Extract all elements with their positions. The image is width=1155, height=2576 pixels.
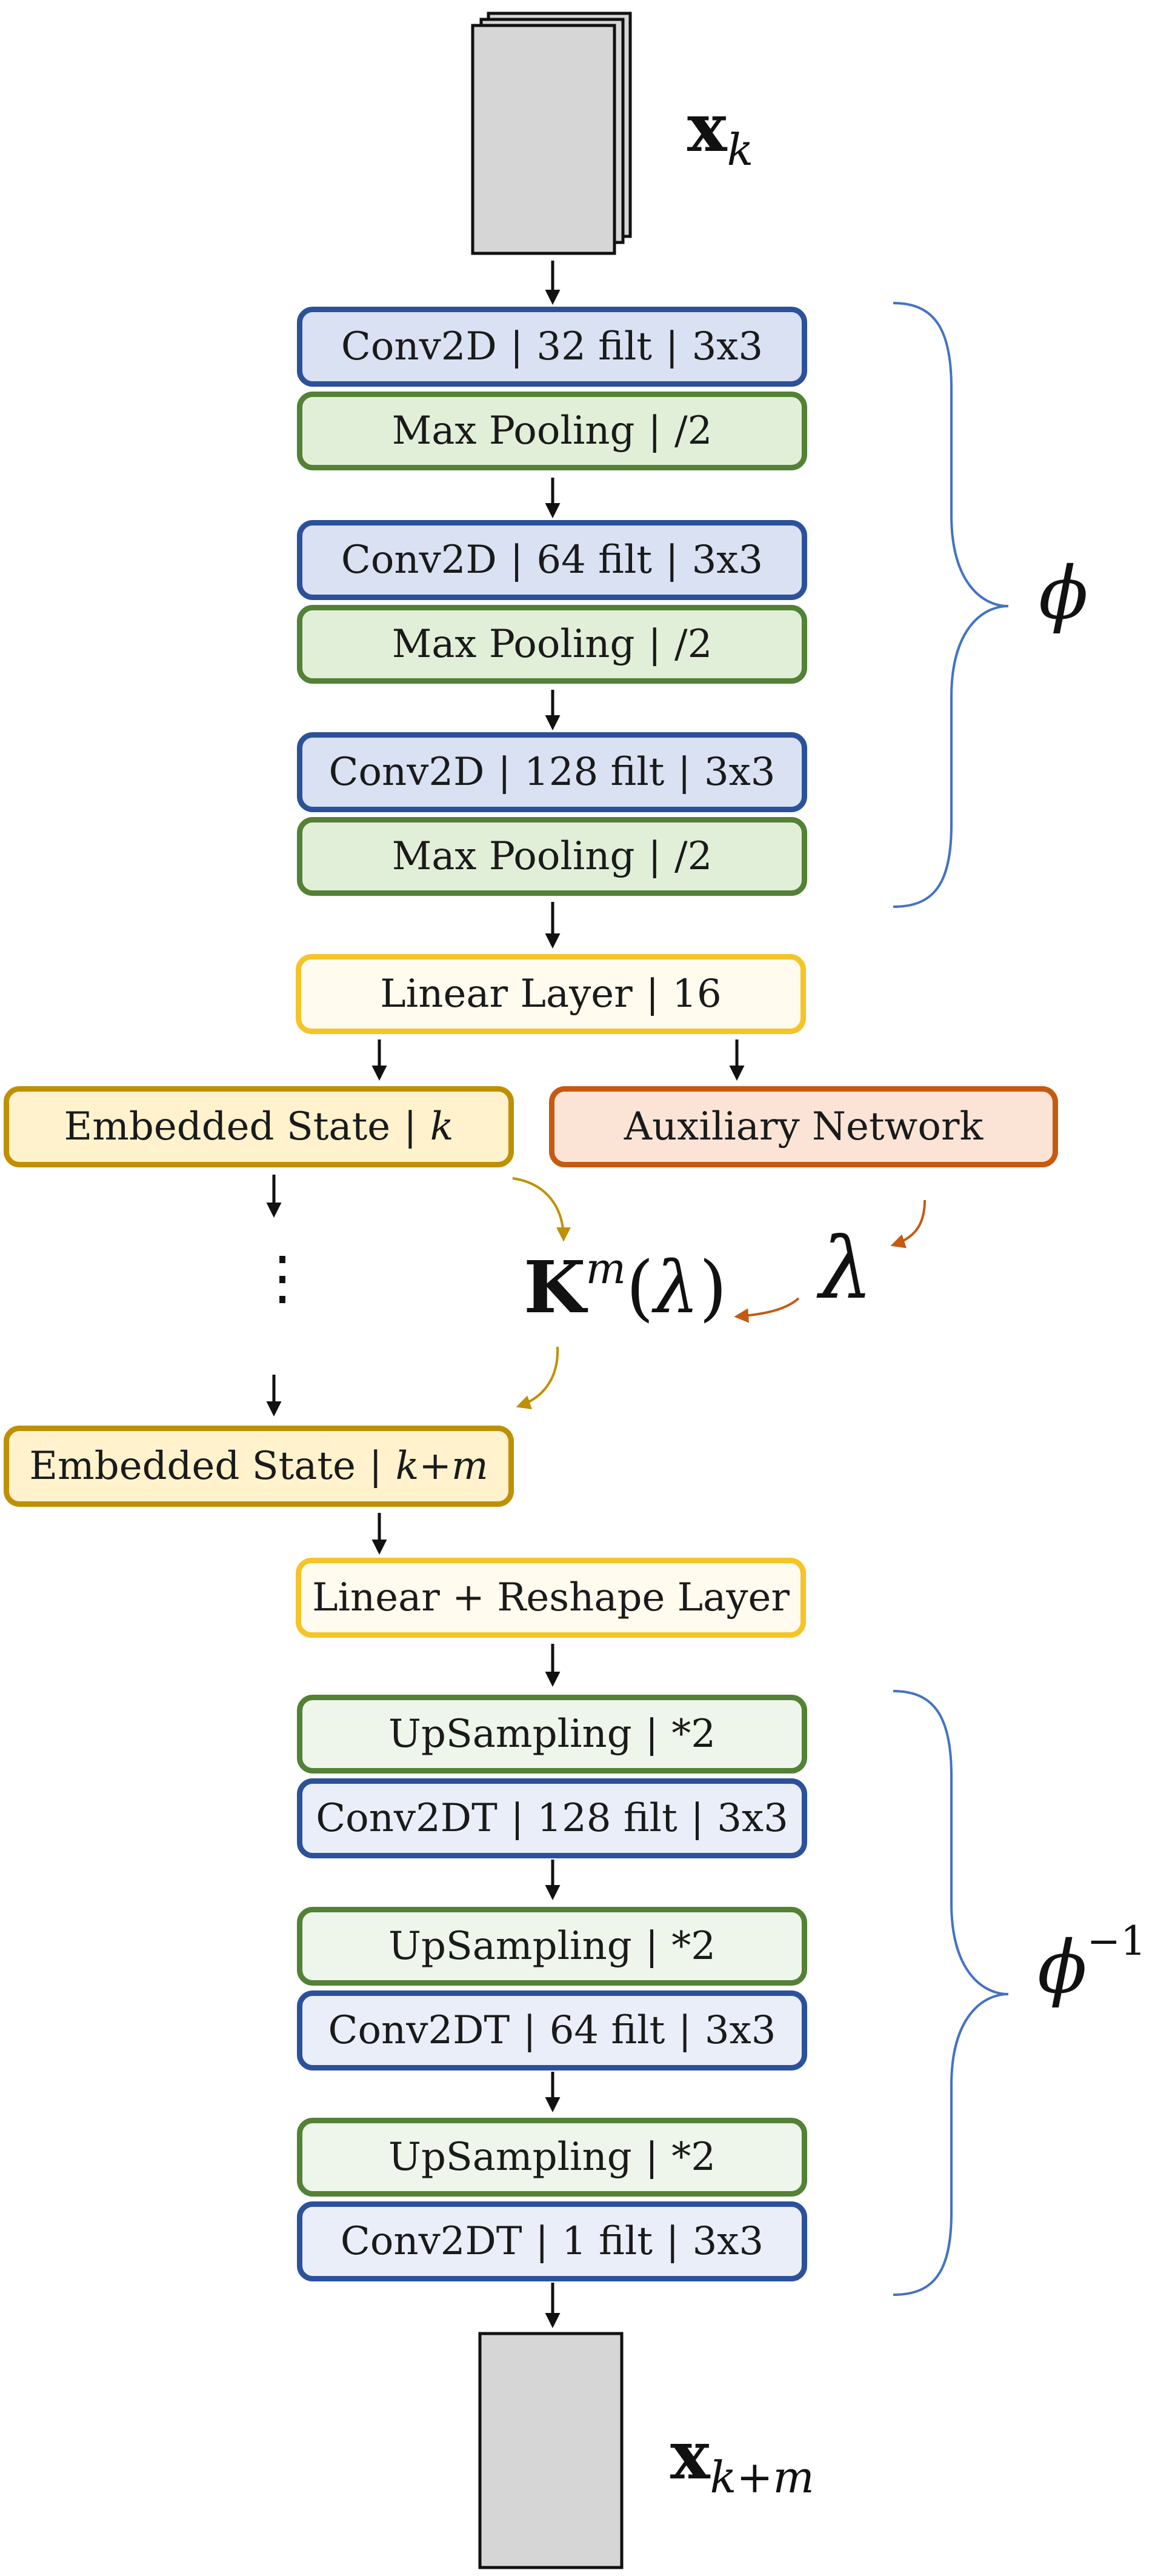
output-subscript: k+m: [710, 2452, 814, 2503]
decoder-phi-inverse-label: ϕ−1: [1037, 1921, 1146, 2004]
filter-count: 64 filt: [536, 538, 653, 582]
decoder-upsample-1: UpSampling *2: [297, 1695, 807, 1774]
kernel-size: 3x3: [717, 1796, 788, 1841]
arrow-koopman-to-embedded-km: [516, 1346, 559, 1410]
kernel-size: 3x3: [704, 750, 776, 795]
latent-size: 16: [672, 972, 722, 1016]
linear-layer: Linear Layer 16: [296, 954, 806, 1034]
encoder-conv-3: Conv2D 128 filt 3x3: [297, 732, 807, 812]
kernel-size: 3x3: [691, 324, 764, 369]
filter-count: 128 filt: [524, 750, 665, 795]
layer-name: Conv2DT: [340, 2219, 522, 2264]
vertical-ellipsis: ⋮: [253, 1244, 311, 1312]
decoder-upsample-3: UpSampling *2: [297, 2118, 807, 2197]
phi-inverse-power: −1: [1087, 1918, 1147, 1964]
lambda-symbol: λ: [819, 1220, 873, 1318]
decoder-upsample-2: UpSampling *2: [297, 1907, 807, 1986]
layer-name: Conv2D: [341, 538, 497, 582]
encoder-conv-1: Conv2D 32 filt 3x3: [297, 307, 807, 387]
pool-factor: /2: [674, 409, 713, 453]
pool-factor: /2: [674, 622, 713, 667]
arrow-auxiliary-to-lambda: [890, 1200, 926, 1249]
state-index: k: [430, 1104, 454, 1149]
output-image: [478, 2332, 624, 2569]
state-label: Embedded State: [64, 1104, 391, 1149]
filter-count: 32 filt: [536, 324, 653, 369]
phi-inverse-symbol: ϕ: [1037, 1926, 1087, 2010]
flow-arrows: [266, 261, 745, 2328]
encoder-phi-label: ϕ: [1039, 552, 1088, 636]
input-subscript: k: [727, 124, 754, 175]
kernel-size: 3x3: [692, 2219, 764, 2264]
koopman-argument: λ: [654, 1246, 699, 1329]
input-symbol: x: [687, 88, 727, 167]
decoder-deconv-1: Conv2DT 128 filt 3x3: [297, 1778, 807, 1858]
filter-count: 1 filt: [562, 2219, 653, 2264]
layer-name: Linear Layer: [380, 972, 633, 1016]
encoder-pool-1: Max Pooling/2: [297, 392, 807, 470]
pool-factor: /2: [674, 834, 713, 879]
layer-name: Conv2D: [341, 324, 497, 369]
layer-name: UpSampling: [388, 1712, 632, 1757]
filter-count: 64 filt: [549, 2008, 665, 2053]
layer-name: Conv2D: [328, 750, 485, 795]
layer-name: Max Pooling: [391, 622, 635, 667]
layer-name: Conv2DT: [316, 1796, 498, 1841]
koopman-operator: Km(λ): [524, 1244, 727, 1329]
koopman-symbol: K: [524, 1245, 586, 1329]
upsample-factor: *2: [671, 1712, 716, 1757]
decoder-deconv-2: Conv2DT 64 filt 3x3: [297, 1990, 807, 2070]
embedded-state-k: Embedded State k: [4, 1086, 514, 1167]
encoder-conv-2: Conv2D 64 filt 3x3: [297, 520, 807, 600]
arrow-embedded-to-koopman: [512, 1177, 571, 1242]
decoder-deconv-3: Conv2DT 1 filt 3x3: [297, 2201, 807, 2281]
kernel-size: 3x3: [704, 2008, 776, 2053]
state-index: k+m: [395, 1444, 488, 1489]
input-image-stack: [471, 12, 632, 255]
layer-name: Conv2DT: [328, 2008, 510, 2053]
gold-arrows: [512, 1177, 571, 1410]
layer-name: Max Pooling: [391, 834, 635, 879]
auxiliary-label: Auxiliary Network: [624, 1104, 984, 1149]
orange-arrows: [734, 1200, 926, 1323]
encoder-brace: [893, 302, 1009, 908]
upsample-factor: *2: [671, 2135, 716, 2180]
koopman-power: m: [585, 1244, 626, 1293]
arrow-lambda-to-koopman: [734, 1297, 800, 1323]
layer-name: Linear + Reshape Layer: [312, 1575, 790, 1620]
output-symbol: x: [670, 2416, 710, 2494]
layer-name: UpSampling: [388, 2135, 632, 2180]
encoder-pool-3: Max Pooling/2: [297, 817, 807, 896]
state-label: Embedded State: [29, 1444, 356, 1489]
kernel-size: 3x3: [691, 538, 764, 582]
embedded-state-k-plus-m: Embedded State k+m: [4, 1426, 514, 1507]
output-label: xk+m: [670, 2422, 814, 2500]
filter-count: 128 filt: [537, 1796, 677, 1841]
layer-name: UpSampling: [388, 1924, 632, 1969]
auxiliary-network: Auxiliary Network: [549, 1086, 1058, 1167]
braces: [893, 302, 1009, 2296]
encoder-pool-2: Max Pooling/2: [297, 605, 807, 684]
input-label: xk: [687, 95, 753, 172]
linear-reshape-layer: Linear + Reshape Layer: [296, 1558, 806, 1638]
layer-name: Max Pooling: [391, 409, 635, 453]
upsample-factor: *2: [671, 1924, 716, 1969]
decoder-brace: [893, 1690, 1009, 2296]
